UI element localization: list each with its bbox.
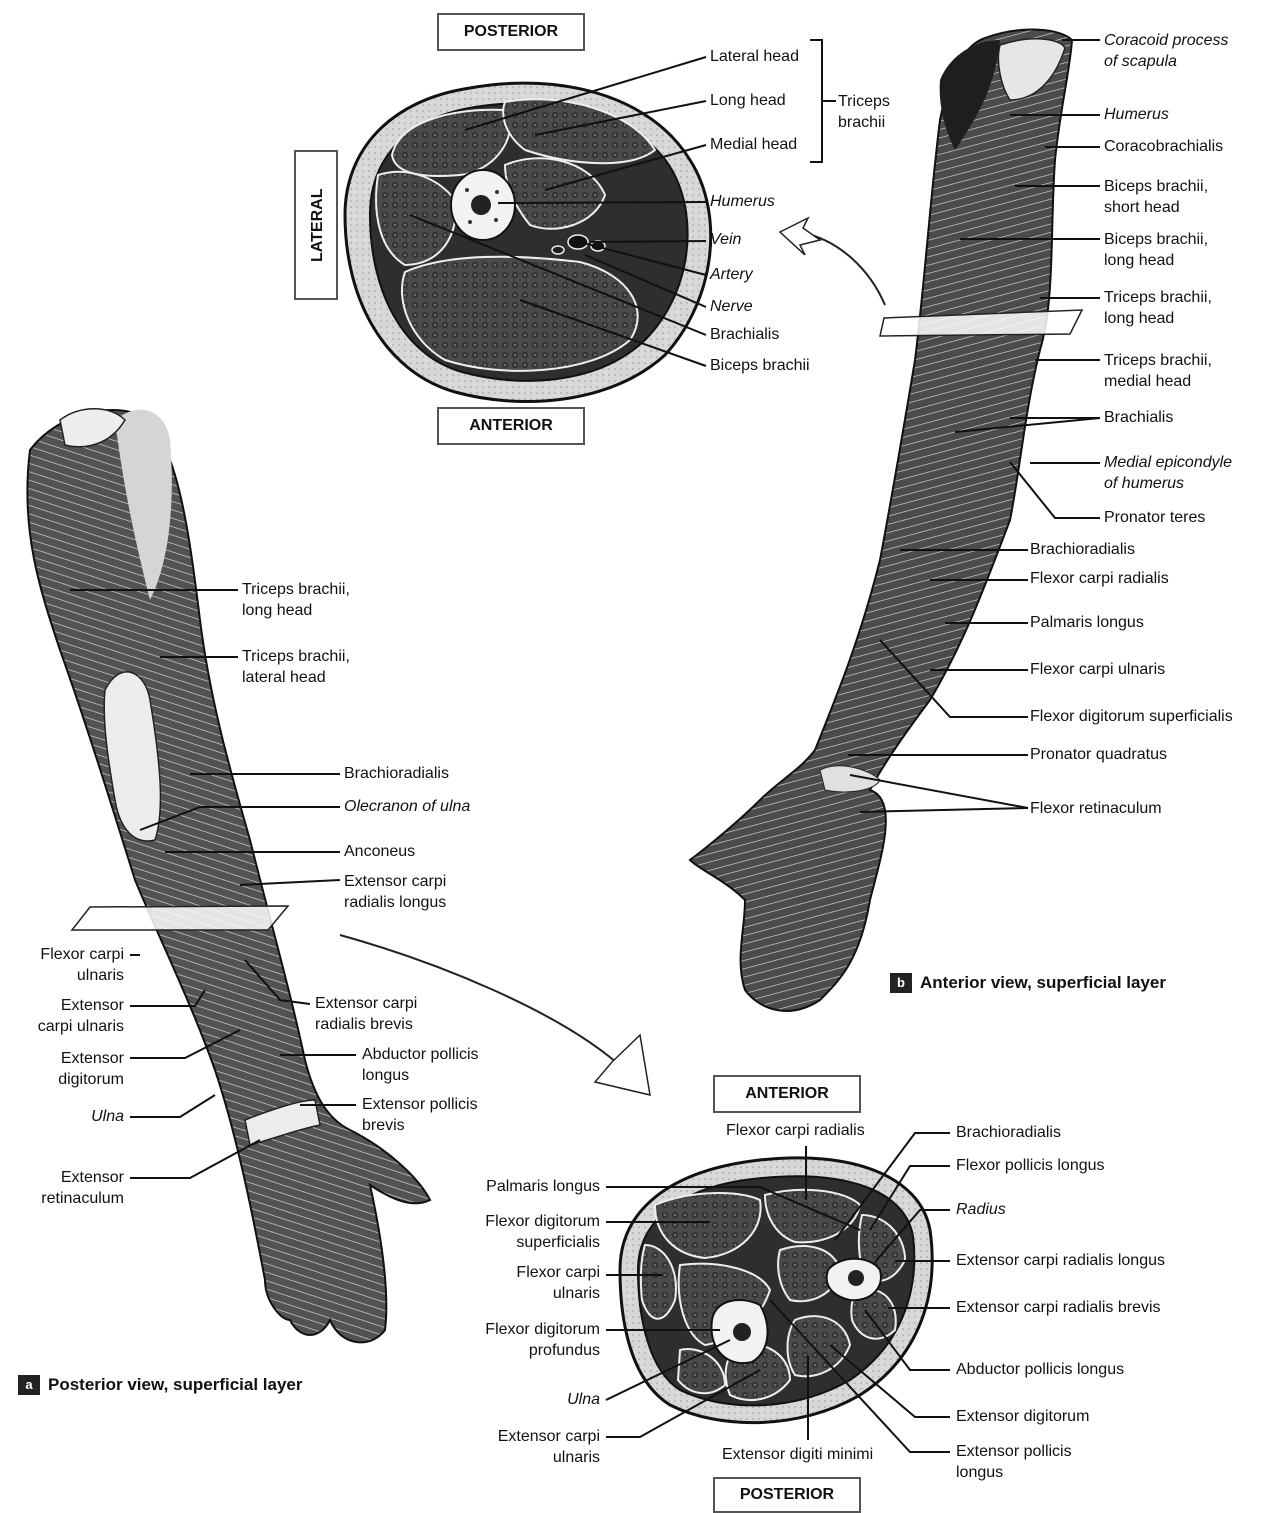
- forearm-cross-section: [620, 1158, 932, 1423]
- label-biceps-long-1: Biceps brachii,: [1104, 229, 1208, 251]
- label-fx-fds-1: Flexor digitorum: [485, 1211, 600, 1233]
- label-vein: Vein: [710, 229, 741, 251]
- label-post-ecu-1: Extensor: [61, 995, 124, 1017]
- label-fx-fcr: Flexor carpi radialis: [726, 1120, 865, 1142]
- label-medial-epicondyle-1: Medial epicondyle: [1104, 452, 1232, 474]
- label-artery: Artery: [710, 264, 753, 286]
- label-biceps-short-1: Biceps brachii,: [1104, 176, 1208, 198]
- label-post-ecrb-2: radialis brevis: [315, 1014, 413, 1036]
- label-fx-ecu-1: Extensor carpi: [498, 1426, 600, 1448]
- label-brachialis: Brachialis: [710, 324, 779, 346]
- label-post-ed-1: Extensor: [61, 1048, 124, 1070]
- label-coracobrachialis: Coracobrachialis: [1104, 136, 1223, 158]
- label-triceps-long-1: Triceps brachii,: [1104, 287, 1212, 309]
- label-pronator-teres: Pronator teres: [1104, 507, 1205, 529]
- label-medial-head: Medial head: [710, 134, 797, 156]
- label-ant-fcu: Flexor carpi ulnaris: [1030, 659, 1165, 681]
- label-long-head: Long head: [710, 90, 786, 112]
- posterior-view-caption: a Posterior view, superficial layer: [18, 1375, 303, 1395]
- label-post-epb-2: brevis: [362, 1115, 405, 1137]
- lateral-orientation-label: LATERAL: [294, 150, 338, 300]
- label-ant-fcr: Flexor carpi radialis: [1030, 568, 1169, 590]
- forearm-anterior-orientation-label: ANTERIOR: [713, 1075, 861, 1113]
- label-triceps-medial-2: medial head: [1104, 371, 1191, 393]
- label-anconeus: Anconeus: [344, 841, 415, 863]
- label-post-triceps-lat-1: Triceps brachii,: [242, 646, 350, 668]
- label-flexor-retinaculum: Flexor retinaculum: [1030, 798, 1162, 820]
- label-triceps-group-2: brachii: [838, 112, 885, 134]
- label-fx-epl-1: Extensor pollicis: [956, 1441, 1072, 1463]
- label-fx-ecrb: Extensor carpi radialis brevis: [956, 1297, 1161, 1319]
- label-olecranon: Olecranon of ulna: [344, 796, 470, 818]
- label-post-triceps-lat-2: lateral head: [242, 667, 326, 689]
- label-ant-humerus: Humerus: [1104, 104, 1169, 126]
- anterior-arm-illustration: [690, 30, 1082, 1011]
- label-post-ecu-2: carpi ulnaris: [38, 1016, 124, 1038]
- label-biceps-short-2: short head: [1104, 197, 1180, 219]
- label-post-ulna: Ulna: [91, 1106, 124, 1128]
- label-ant-palmaris: Palmaris longus: [1030, 612, 1144, 634]
- badge-b: b: [890, 973, 912, 993]
- label-ant-fds: Flexor digitorum superficialis: [1030, 706, 1233, 728]
- anterior-caption-text: Anterior view, superficial layer: [920, 973, 1166, 993]
- label-fx-fcu-1: Flexor carpi: [516, 1262, 600, 1284]
- anterior-view-caption: b Anterior view, superficial layer: [890, 973, 1166, 993]
- label-pronator-quadratus: Pronator quadratus: [1030, 744, 1167, 766]
- label-post-apl-2: longus: [362, 1065, 409, 1087]
- label-ant-brachialis: Brachialis: [1104, 407, 1173, 429]
- label-fx-ed: Extensor digitorum: [956, 1406, 1089, 1428]
- label-post-ecrl-1: Extensor carpi: [344, 871, 446, 893]
- posterior-orientation-label: POSTERIOR: [437, 13, 585, 51]
- label-coracoid-1: Coracoid process: [1104, 30, 1229, 52]
- label-triceps-group-1: Triceps: [838, 91, 890, 113]
- forearm-posterior-orientation-label: POSTERIOR: [713, 1477, 861, 1513]
- label-humerus: Humerus: [710, 191, 775, 213]
- label-fx-fcu-2: ulnaris: [553, 1283, 600, 1305]
- label-post-ed-2: digitorum: [58, 1069, 124, 1091]
- badge-a: a: [18, 1375, 40, 1395]
- label-post-fcu-1: Flexor carpi: [40, 944, 124, 966]
- label-biceps-brachii: Biceps brachii: [710, 355, 810, 377]
- label-triceps-medial-1: Triceps brachii,: [1104, 350, 1212, 372]
- label-fx-edm: Extensor digiti minimi: [722, 1444, 873, 1466]
- label-fx-fdp-1: Flexor digitorum: [485, 1319, 600, 1341]
- label-post-retinaculum-2: retinaculum: [41, 1188, 124, 1210]
- label-post-retinaculum-1: Extensor: [61, 1167, 124, 1189]
- label-coracoid-2: of scapula: [1104, 51, 1177, 73]
- label-lateral-head: Lateral head: [710, 46, 799, 68]
- label-fx-ecu-2: ulnaris: [553, 1447, 600, 1469]
- label-triceps-long-2: long head: [1104, 308, 1174, 330]
- label-ant-brachioradialis: Brachioradialis: [1030, 539, 1135, 561]
- label-fx-palmaris: Palmaris longus: [486, 1176, 600, 1198]
- label-fx-fds-2: superficialis: [516, 1232, 600, 1254]
- label-post-apl-1: Abductor pollicis: [362, 1044, 479, 1066]
- label-fx-epl-2: longus: [956, 1462, 1003, 1484]
- label-nerve: Nerve: [710, 296, 753, 318]
- label-fx-fdp-2: profundus: [529, 1340, 600, 1362]
- label-post-epb-1: Extensor pollicis: [362, 1094, 478, 1116]
- label-medial-epicondyle-2: of humerus: [1104, 473, 1184, 495]
- label-post-brachioradialis: Brachioradialis: [344, 763, 449, 785]
- label-fx-fpl: Flexor pollicis longus: [956, 1155, 1105, 1177]
- label-post-ecrb-1: Extensor carpi: [315, 993, 417, 1015]
- label-post-triceps-long-2: long head: [242, 600, 312, 622]
- label-fx-ulna: Ulna: [567, 1389, 600, 1411]
- anterior-orientation-label: ANTERIOR: [437, 407, 585, 445]
- label-fx-apl: Abductor pollicis longus: [956, 1359, 1124, 1381]
- label-biceps-long-2: long head: [1104, 250, 1174, 272]
- label-post-ecrl-2: radialis longus: [344, 892, 446, 914]
- label-fx-radius: Radius: [956, 1199, 1006, 1221]
- label-fx-ecrl: Extensor carpi radialis longus: [956, 1250, 1165, 1272]
- posterior-caption-text: Posterior view, superficial layer: [48, 1375, 303, 1395]
- label-post-fcu-2: ulnaris: [77, 965, 124, 987]
- label-fx-brachioradialis: Brachioradialis: [956, 1122, 1061, 1144]
- label-post-triceps-long-1: Triceps brachii,: [242, 579, 350, 601]
